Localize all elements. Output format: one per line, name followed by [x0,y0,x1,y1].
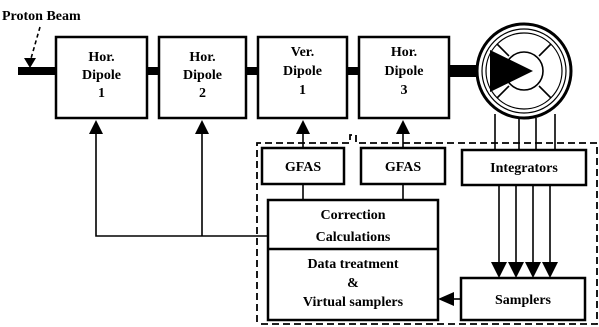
hor-dipole-3-line2: Dipole [385,64,424,79]
beam-label: Proton Beam [2,9,81,24]
arrow-to-hor-dipole-1 [89,120,103,134]
hor-dipole-2-block: Hor. Dipole 2 [157,35,248,120]
data-treatment-line1: Data treatment [307,257,398,272]
correction-line1: Correction [320,208,385,223]
hor-dipole-3-line3: 3 [401,83,408,98]
ver-dipole-1-block: Ver. Dipole 1 [256,35,349,120]
correction-block: Correction Calculations Data treatment &… [266,198,440,322]
hor-dipole-1-line3: 1 [98,86,105,101]
samplers-block: Samplers [459,276,587,322]
ver-dipole-1-line3: 1 [299,83,306,98]
ver-dipole-1-line1: Ver. [291,45,314,60]
control-system-boundary [256,134,598,325]
beam-pointer-dashed [29,26,41,63]
hor-dipole-1-line2: Dipole [82,68,121,83]
hor-dipole-1-block: Hor. Dipole 1 [54,35,149,120]
integrators-block: Integrators [460,148,588,187]
arrow-to-hor-dipole-3 [396,120,410,134]
integrators-to-samplers-arrowheads [491,262,558,278]
correction-line2: Calculations [316,230,391,245]
hor-dipole-2-line1: Hor. [189,50,215,65]
hor-dipole-3-line1: Hor. [391,45,417,60]
gfas-1-label: GFAS [285,160,322,175]
integrators-to-samplers-lines [498,185,551,264]
samplers-label: Samplers [495,293,552,308]
arrow-to-hor-dipole-2 [195,120,209,134]
ver-dipole-1-line2: Dipole [283,64,322,79]
beam-pointer-arrowhead [24,58,36,68]
integrators-label: Integrators [490,161,558,176]
monitor-to-integrators-lines [494,114,556,150]
data-treatment-line3: Virtual samplers [303,295,404,310]
hor-dipole-1-line1: Hor. [88,50,114,65]
hor-dipole-2-line3: 2 [199,86,206,101]
hor-dipole-3-block: Hor. Dipole 3 [357,35,451,120]
beam-monitor-icon [475,22,573,120]
correction-feedback-lines [95,132,268,237]
arrow-to-data-treatment [438,292,454,306]
arrow-to-ver-dipole-1 [296,120,310,134]
gfas-2-block: GFAS [359,146,447,186]
gfas-2-label: GFAS [385,160,422,175]
hor-dipole-2-line2: Dipole [183,68,222,83]
correction-to-gfas-lines [302,184,404,200]
gfas-1-block: GFAS [260,146,346,186]
data-treatment-line2: & [347,276,359,291]
